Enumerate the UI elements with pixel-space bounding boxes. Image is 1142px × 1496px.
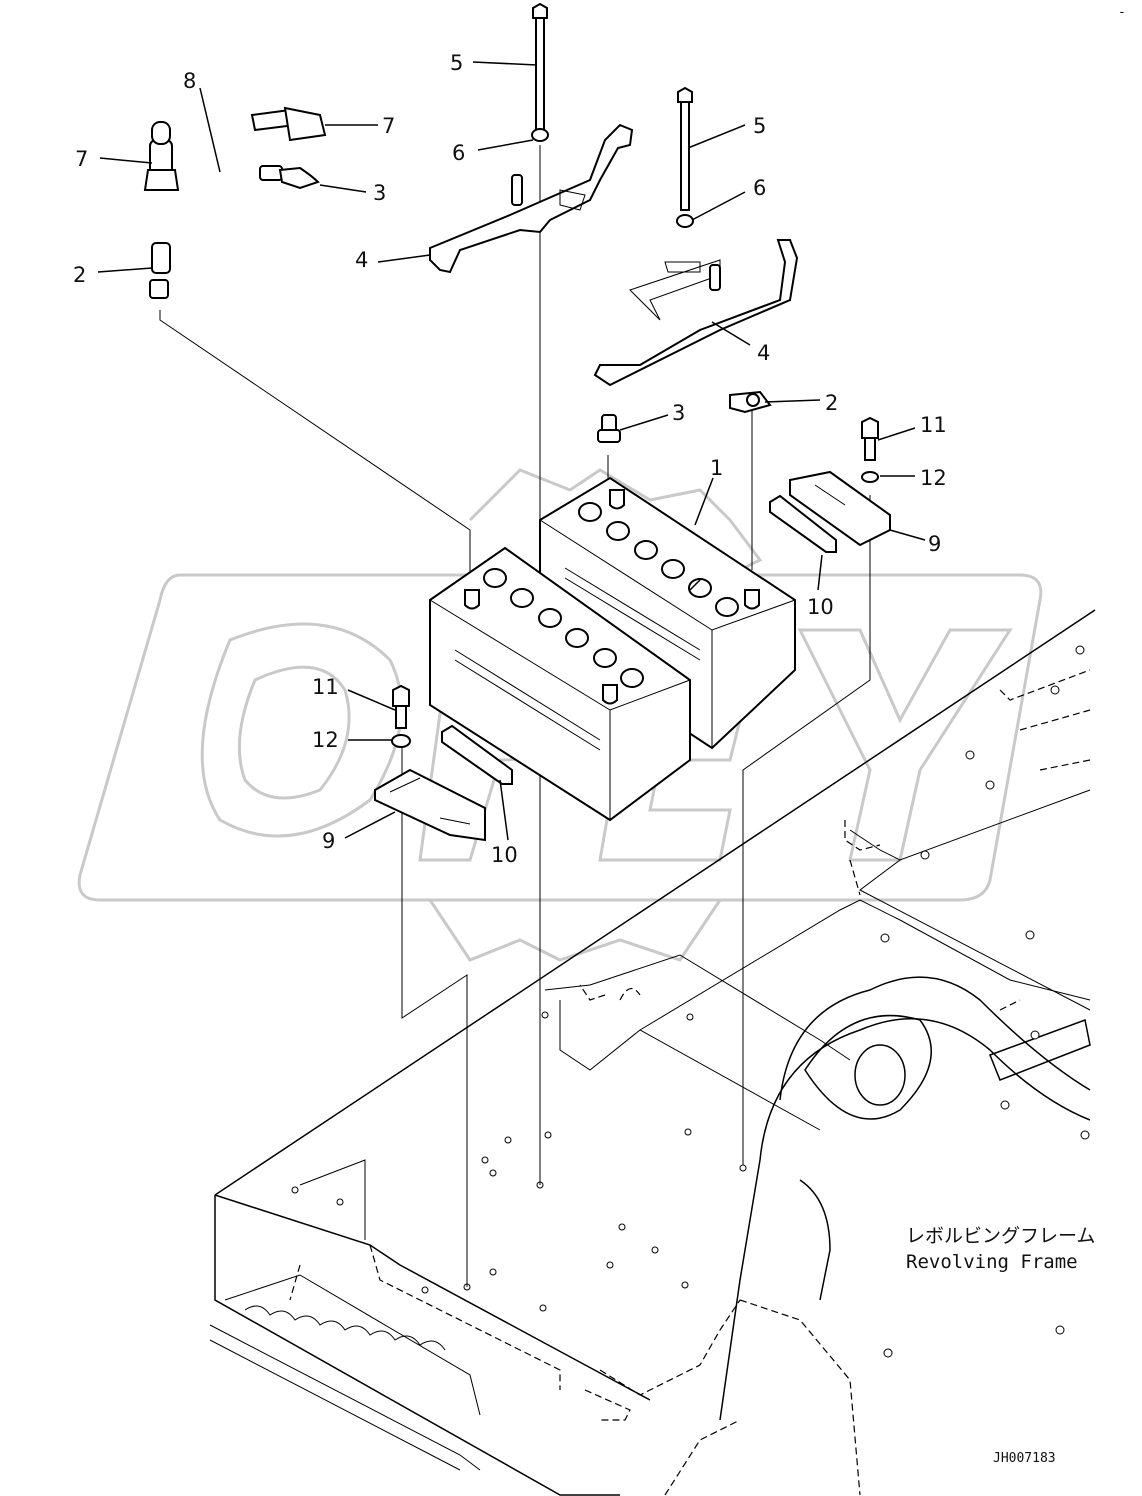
- terminal-cover-boot-2: [250, 106, 327, 142]
- callout-4: 4: [355, 248, 368, 272]
- frame-label-japanese: レボルビングフレーム: [906, 1225, 1095, 1247]
- callout-7: 7: [75, 147, 88, 171]
- battery-rear: [539, 476, 796, 750]
- battery-bracket-right: [593, 239, 799, 387]
- callout-11: 11: [312, 675, 339, 699]
- callout-11: 11: [920, 413, 947, 437]
- revolving-frame: [209, 609, 1096, 1496]
- callout-12: 12: [312, 728, 339, 752]
- frame-label: レボルビングフレーム Revolving Frame: [906, 1225, 1095, 1273]
- terminal-2: [729, 390, 772, 414]
- callout-3: 3: [672, 401, 685, 425]
- hold-down-rod-left: [531, 2, 549, 142]
- callout-3: 3: [373, 181, 386, 205]
- battery-front: [429, 546, 691, 822]
- callout-2: 2: [73, 263, 86, 287]
- battery-clamp-left: [374, 768, 486, 842]
- callout-1: 1: [710, 456, 723, 480]
- bolt-11-left: [391, 684, 411, 748]
- callout-9: 9: [928, 532, 941, 556]
- frame-label-english: Revolving Frame: [906, 1251, 1078, 1273]
- leader-lines: [97, 61, 926, 841]
- terminal-3: [597, 414, 621, 443]
- callout-labels: 5 8 7 7 6 5 3 6 2 4 4 2 3 11 1 12 9 10 1…: [73, 51, 947, 867]
- callout-2: 2: [825, 391, 838, 415]
- callout-6: 6: [753, 176, 766, 200]
- battery-cable: [149, 165, 320, 299]
- battery-bracket-left: [429, 123, 634, 274]
- callout-8: 8: [183, 69, 196, 93]
- bolt-11-right: [861, 416, 879, 483]
- callout-4: 4: [757, 341, 770, 365]
- callout-5: 5: [450, 51, 463, 75]
- callout-10: 10: [807, 595, 834, 619]
- callout-9: 9: [322, 829, 335, 853]
- rubber-pad-left: [441, 724, 513, 785]
- corner-mark: -: [1118, 5, 1126, 20]
- terminal-cover-boot: [143, 121, 180, 191]
- callout-6: 6: [452, 141, 465, 165]
- callout-10: 10: [491, 843, 518, 867]
- callout-12: 12: [920, 466, 947, 490]
- drawing-code: JH007183: [993, 1451, 1056, 1466]
- rubber-pad-right: [769, 494, 837, 553]
- callout-5: 5: [753, 114, 766, 138]
- callout-7: 7: [382, 114, 395, 138]
- hold-down-rod-right: [676, 86, 694, 228]
